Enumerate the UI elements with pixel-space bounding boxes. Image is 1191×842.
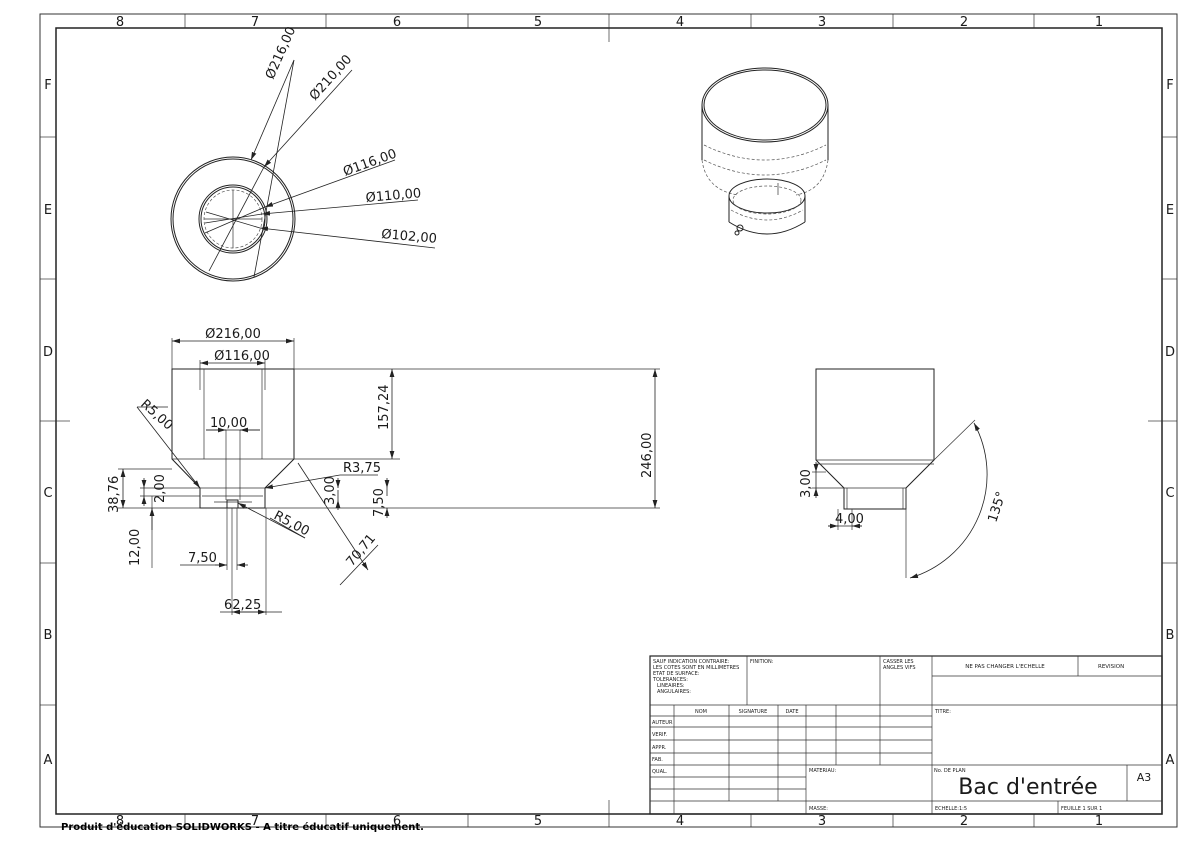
isometric-view [701,67,829,236]
dim-front-h750: 7,50 [372,488,387,517]
dim-front-r375: R3,75 [343,461,381,476]
dim-top-d110: Ø110,00 [365,186,422,206]
dim-front-w750: 7,50 [188,551,217,566]
tb-scale: ECHELLE:1:5 [935,806,967,812]
tb-size: A3 [1137,771,1152,784]
zone-col-bottom: 4 [676,814,684,829]
tb-drawing-no: No. DE PLAN [934,768,966,774]
tb-head-signature: SIGNATURE [739,709,768,715]
tb-general-2: ETAT DE SURFACE: [653,671,700,677]
zone-col-top: 7 [251,15,259,30]
tb-general-3: TOLERANCES: [652,677,688,683]
zone-row-right: F [1166,78,1173,93]
dim-front-h3: 3,00 [323,476,338,505]
zone-row-left: A [44,753,53,768]
zone-row-left: E [44,203,52,218]
zone-row-right: E [1166,203,1174,218]
tb-material: MATERIAU: [809,768,837,774]
tb-head-date: DATE [785,709,798,715]
side-view: 3,00 4,00 135° [799,368,1010,579]
dim-side-angle: 135° [986,490,1010,524]
dim-side-h3: 3,00 [799,469,814,498]
tb-general-1: LES COTES SONT EN MILLIMETRES [653,665,739,671]
zone-col-bottom: 6 [393,814,401,829]
zone-col-top: 8 [116,15,124,30]
zone-row-right: A [1166,753,1175,768]
front-view: Ø216,00 Ø116,00 157,24 246,00 R5,00 10,0… [107,327,660,615]
zone-row-right: C [1165,486,1174,501]
dim-front-h157: 157,24 [377,385,392,431]
zone-labels: 8 7 6 5 4 3 2 1 8 7 6 5 4 3 2 1 F E D C … [43,15,1175,829]
tb-general-4: LINEAIRES: [657,683,685,689]
zone-col-bottom: 1 [1095,814,1103,829]
zone-col-top: 2 [960,15,968,30]
dim-front-d216: Ø216,00 [205,327,261,342]
zone-col-bottom: 5 [534,814,542,829]
tb-break-0: CASSER LES [883,659,914,665]
dim-top-d210: Ø210,00 [307,52,355,103]
dim-front-w10: 10,00 [210,416,247,431]
dim-side-w4: 4,00 [835,512,864,527]
tb-general-0: SAUF INDICATION CONTRAIRE: [653,659,730,665]
dim-front-h246: 246,00 [640,433,655,479]
tb-sheet: FEUILLE 1 SUR 1 [1061,806,1102,812]
tb-break-1: ANGLES VIFS [883,665,916,671]
zone-col-bottom: 3 [818,814,826,829]
zone-col-top: 3 [818,15,826,30]
dim-top-d216: Ø216,00 [263,25,299,82]
tb-head-nom: NOM [695,709,707,715]
dim-front-h3876: 38,76 [107,476,122,513]
edu-watermark: Produit d'éducation SOLIDWORKS - A titre… [61,821,424,833]
tb-title-label: TITRE: [934,709,951,715]
tb-mass: MASSE: [809,806,828,812]
zone-row-left: D [43,345,53,360]
zone-col-bottom: 2 [960,814,968,829]
zone-row-left: F [44,78,51,93]
tb-role: APPR. [652,745,667,751]
title-block: SAUF INDICATION CONTRAIRE: LES COTES SON… [649,655,1163,815]
dim-front-l7071: 70,71 [344,531,379,569]
dim-front-r5b: R5,00 [271,508,312,539]
zone-col-top: 6 [393,15,401,30]
tb-drawing-title: Bac d'entrée [958,775,1097,800]
zone-col-top: 5 [534,15,542,30]
zone-row-left: B [44,628,53,643]
zone-row-right: B [1166,628,1175,643]
tb-role: FAB. [652,757,663,763]
zone-col-top: 4 [676,15,684,30]
dim-top-d102: Ø102,00 [381,227,438,247]
zone-row-left: C [43,486,52,501]
tb-role: VERIF. [652,732,668,738]
tb-finish: FINITION: [750,659,774,665]
zone-col-bottom: 7 [251,814,259,829]
dim-front-h2: 2,00 [153,474,168,503]
top-view: Ø216,00 Ø210,00 Ø116,00 Ø110,00 Ø102,00 [170,25,438,282]
tb-general-5: ANGULAIRES: [657,689,691,695]
tb-revision: REVISION [1098,664,1124,670]
tb-no-scale: NE PAS CHANGER L'ECHELLE [965,664,1045,670]
dim-front-d116: Ø116,00 [214,349,270,364]
zone-row-right: D [1165,345,1175,360]
dim-top-d116: Ø116,00 [341,147,399,180]
sheet-frame [39,13,1178,828]
tb-role: AUTEUR [652,720,673,726]
dim-front-w6225: 62,25 [224,598,261,613]
dim-front-h12: 12,00 [128,529,143,566]
zone-col-top: 1 [1095,15,1103,30]
tb-role: QUAL. [652,769,668,775]
zone-col-bottom: 8 [116,814,124,829]
